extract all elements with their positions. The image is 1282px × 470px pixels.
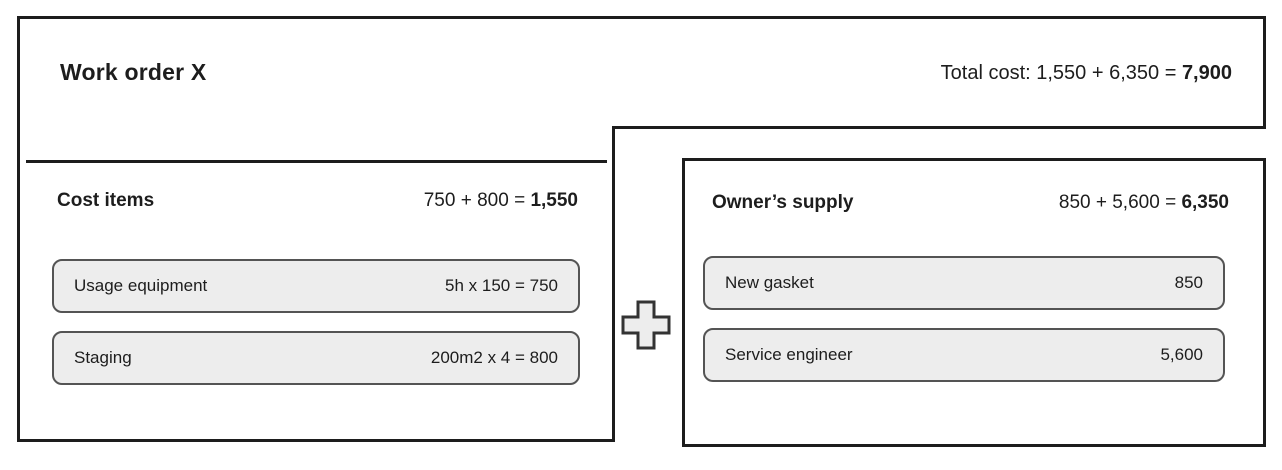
supply-item-label: New gasket: [725, 273, 814, 292]
cost-item-value: 5h x 150 = 750: [445, 276, 558, 295]
owners-supply-sum-expression: 850 + 5,600 =: [1058, 192, 1182, 213]
cost-items-title: Cost items: [57, 190, 155, 211]
cost-item-staging: Staging 200m2 x 4 = 800: [52, 331, 580, 385]
cost-items-sum-expression: 750 + 800 =: [423, 190, 531, 211]
cost-items-sum-total: 1,550: [530, 190, 578, 211]
cost-items-divider: [26, 160, 607, 163]
supply-item-label: Service engineer: [725, 345, 853, 364]
plus-icon: [621, 300, 671, 350]
cost-items-panel: [17, 129, 615, 442]
cost-item-label: Staging: [74, 348, 132, 367]
work-order-title: Work order X: [60, 59, 207, 85]
work-order-box-top: [17, 16, 1266, 129]
owners-supply-title: Owner’s supply: [712, 192, 854, 213]
cost-item-usage-equipment: Usage equipment 5h x 150 = 750: [52, 259, 580, 313]
supply-item-value: 5,600: [1160, 345, 1203, 364]
owners-supply-sum: 850 + 5,600 = 6,350: [1059, 192, 1229, 214]
owners-supply-panel: Owner’s supply 850 + 5,600 = 6,350 New g…: [682, 158, 1266, 447]
total-cost-expression: Total cost: 1,550 + 6,350 =: [940, 62, 1182, 84]
cost-item-label: Usage equipment: [74, 276, 208, 295]
work-order-box-step-border: [612, 126, 1266, 129]
supply-item-new-gasket: New gasket 850: [703, 256, 1225, 310]
cost-item-value: 200m2 x 4 = 800: [430, 348, 558, 367]
supply-item-service-engineer: Service engineer 5,600: [703, 328, 1225, 382]
supply-item-value: 850: [1174, 273, 1203, 292]
total-cost-value: 7,900: [1181, 62, 1232, 84]
owners-supply-header-row: Owner’s supply 850 + 5,600 = 6,350: [712, 192, 1229, 214]
cost-items-sum: 750 + 800 = 1,550: [424, 190, 578, 212]
total-cost-text: Total cost: 1,550 + 6,350 = 7,900: [941, 62, 1232, 85]
cost-items-header-row: Cost items 750 + 800 = 1,550: [57, 190, 578, 212]
owners-supply-sum-total: 6,350: [1181, 192, 1229, 213]
